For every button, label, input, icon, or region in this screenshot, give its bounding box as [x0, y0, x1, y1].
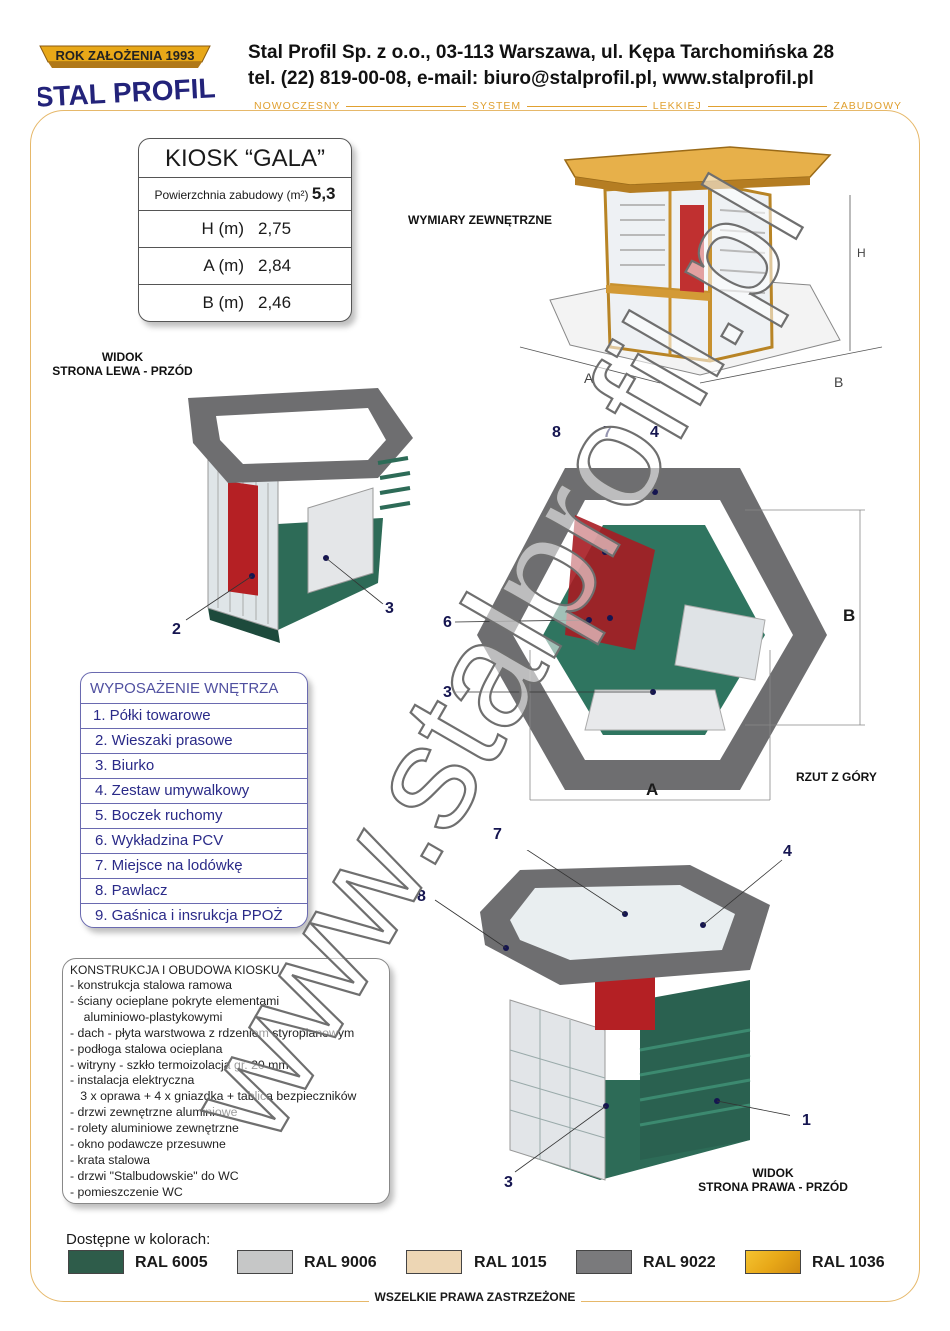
tagline: NOWOCZESNY SYSTEM LEKKIEJ ZABUDOWY [248, 98, 908, 114]
left-view-title-line1: WIDOK [101, 350, 144, 364]
callout-top-3: 3 [443, 684, 452, 701]
callout-top-7: 7 [603, 424, 612, 441]
construction-title: KONSTRUKCJA I OBUDOWA KIOSKU [70, 963, 280, 977]
color-name: RAL 1015 [474, 1254, 547, 1271]
equipment-item: 6. Wykładzina PCV [81, 829, 307, 854]
area-label: Powierzchnia zabudowy (m²) [154, 188, 309, 202]
construction-item: - drzwi "Stalbudowskie" do WC [70, 1168, 239, 1183]
color-swatch-ral9006 [237, 1250, 293, 1274]
construction-item: - podłoga stalowa ocieplana [70, 1041, 223, 1056]
equipment-item: 9. Gaśnica i insrukcja PPOŻ [95, 907, 283, 924]
spec-row-a: A (m) 2,84 [139, 248, 351, 285]
spec-key: A (m) [203, 256, 244, 275]
dim-a-label: A [584, 370, 594, 386]
tagline-word: LEKKIEJ [652, 100, 702, 112]
color-swatch-ral9022 [576, 1250, 632, 1274]
equipment-item: 7. Miejsce na lodówkę [81, 854, 307, 879]
construction-item: - konstrukcja stalowa ramowa [70, 978, 232, 992]
callout-right-4: 4 [783, 843, 792, 860]
footer-rights-text: WSZELKIE PRAWA ZASTRZEŻONE [368, 1290, 582, 1304]
dim-b-label: B [834, 374, 843, 390]
construction-item: - rolety aluminiowe zewnętrzne [70, 1121, 239, 1136]
spec-value: 2,46 [258, 293, 292, 312]
right-view-title-line2: STRONA PRAWA - PRZÓD [698, 1180, 848, 1194]
dim-h-label: H [857, 246, 866, 260]
external-dims-label: WYMIARY ZEWNĘTRZNE [408, 213, 552, 227]
tagline-word: NOWOCZESNY [254, 100, 341, 112]
callout-right-7: 7 [493, 826, 502, 843]
company-contact: tel. (22) 819-00-08, e-mail: biuro@stalp… [248, 68, 814, 89]
equipment-item: 3. Biurko [81, 754, 307, 779]
right-view-title-line1: WIDOK [752, 1166, 794, 1180]
equipment-title: WYPOSAŻENIE WNĘTRZA [81, 673, 307, 704]
construction-item: - okno podawcze przesuwne [70, 1137, 226, 1152]
tagline-word: ZABUDOWY [833, 100, 902, 112]
spec-value: 2,84 [258, 256, 292, 275]
company-address: Stal Profil Sp. z o.o., 03-113 Warszawa,… [248, 42, 835, 63]
color-swatch-ral6005 [68, 1250, 124, 1274]
logo-year-text: ROK ZAŁOŻENIA 1993 [56, 48, 195, 63]
callout-top-6: 6 [443, 614, 452, 631]
area-value: 5,3 [311, 184, 336, 203]
left-view-title-line2: STRONA LEWA - PRZÓD [52, 364, 193, 378]
construction-item: - ściany ocieplane pokryte elementami [70, 993, 280, 1008]
callout-right-1: 1 [802, 1112, 811, 1129]
top-view-label: RZUT Z GÓRY [796, 770, 877, 784]
callout-left-2: 2 [172, 621, 181, 638]
kiosk-left-view-illustration [185, 388, 413, 643]
equipment-item: 8. Pawlacz [81, 879, 307, 904]
logo-brand-text: STAL PROFIL [38, 72, 216, 112]
spec-row-b: B (m) 2,46 [139, 285, 351, 321]
callout-left-3: 3 [385, 600, 394, 617]
stal-profil-logo: ROK ZAŁOŻENIA 1993 STAL PROFIL [38, 45, 216, 112]
equipment-item: 1. Półki towarowe [81, 704, 307, 729]
construction-item: - pomieszczenie WC [70, 1184, 183, 1199]
spec-box: KIOSK “GALA” Powierzchnia zabudowy (m²) … [138, 138, 352, 322]
color-swatch-ral1015 [406, 1250, 462, 1274]
top-view-dim-a: A [646, 780, 659, 799]
color-name: RAL 9006 [304, 1254, 377, 1271]
spec-row-h: H (m) 2,75 [139, 211, 351, 248]
tagline-word: SYSTEM [471, 100, 522, 112]
spec-key: H (m) [201, 219, 244, 238]
right-view-title: WIDOK STRONA PRAWA - PRZÓD [690, 1166, 856, 1194]
equipment-item: 2. Wieszaki prasowe [81, 729, 307, 754]
kiosk-title: KIOSK “GALA” [139, 139, 351, 178]
area-row: Powierzchnia zabudowy (m²) 5,3 [139, 178, 351, 211]
footer-rights: WSZELKIE PRAWA ZASTRZEŻONE [0, 1288, 950, 1306]
colors-label: Dostępne w kolorach: [66, 1231, 211, 1248]
construction-item: 3 x oprawa + 4 x gniazdka + tablica bezp… [70, 1089, 357, 1104]
construction-item: - witryny - szkło termoizolacja gr. 20 m… [70, 1057, 289, 1072]
color-name: RAL 9022 [643, 1254, 716, 1271]
construction-item: aluminiowo-plastykowymi [70, 1009, 223, 1024]
spec-key: B (m) [202, 293, 244, 312]
top-view-dim-b: B [843, 606, 856, 625]
equipment-list: WYPOSAŻENIE WNĘTRZA 1. Półki towarowe 2.… [80, 672, 308, 928]
callout-right-8: 8 [417, 888, 426, 905]
kiosk-external-illustration: A B H [519, 146, 883, 390]
callout-top-4: 4 [650, 424, 659, 441]
color-name: RAL 1036 [812, 1254, 885, 1271]
construction-box: KONSTRUKCJA I OBUDOWA KIOSKU - konstrukc… [62, 958, 390, 1204]
spec-value: 2,75 [258, 219, 292, 238]
construction-item: - dach - płyta warstwowa z rdzeniem styr… [70, 1025, 355, 1040]
kiosk-right-view-illustration [434, 850, 790, 1181]
construction-item: - krata stalowa [70, 1152, 150, 1167]
construction-item: - drzwi zewnętrzne aluminiowe [70, 1105, 238, 1120]
kiosk-top-view-illustration [455, 468, 865, 801]
callout-right-3: 3 [504, 1174, 513, 1191]
equipment-item: 5. Boczek ruchomy [81, 804, 307, 829]
left-view-title: WIDOK STRONA LEWA - PRZÓD [40, 350, 205, 378]
equipment-item: 4. Zestaw umywalkowy [81, 779, 307, 804]
callout-top-8: 8 [552, 424, 561, 441]
color-swatch-ral1036 [745, 1250, 801, 1274]
color-name: RAL 6005 [135, 1254, 208, 1271]
construction-item: - instalacja elektryczna [70, 1073, 195, 1088]
